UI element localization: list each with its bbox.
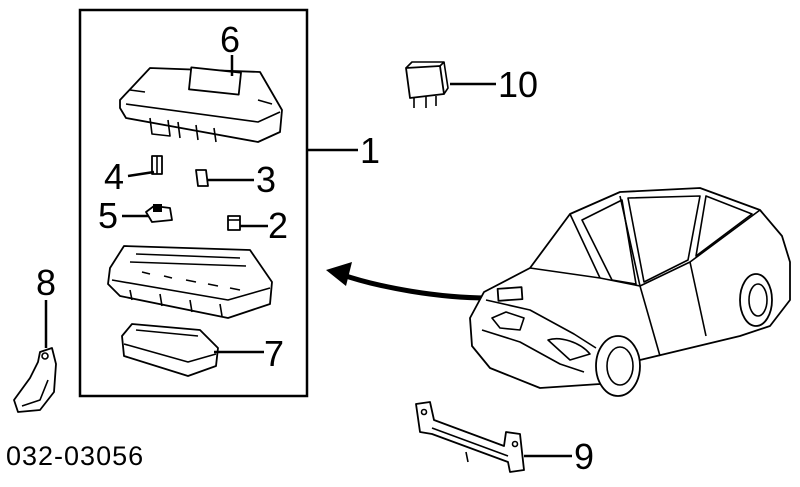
callout-1: 1: [360, 130, 380, 171]
part-6-fuse-box-cover[interactable]: [119, 66, 283, 143]
part-2-fuse[interactable]: [227, 215, 241, 231]
callout-10: 10: [498, 64, 538, 105]
callout-7: 7: [264, 333, 284, 374]
callout-4: 4: [104, 156, 124, 197]
diagram-code: 032-03056: [6, 441, 144, 471]
fuse-box-body: [107, 245, 273, 319]
vehicle-sedan: [469, 187, 791, 397]
leader-4: [127, 170, 155, 178]
location-arrow: [326, 262, 489, 301]
callout-2: 2: [268, 205, 288, 246]
callout-3: 3: [256, 159, 276, 200]
part-8-bracket[interactable]: [13, 347, 57, 413]
callout-9: 9: [574, 436, 594, 477]
part-3-mini-fuse[interactable]: [195, 169, 209, 187]
callout-8: 8: [36, 262, 56, 303]
callout-5: 5: [98, 195, 118, 236]
callout-6: 6: [220, 19, 240, 60]
part-10-relay[interactable]: [405, 61, 449, 108]
part-9-stay[interactable]: [415, 401, 525, 473]
part-5-clip[interactable]: [145, 204, 173, 223]
assembly-frame: [78, 8, 309, 398]
part-4-fuse[interactable]: [151, 155, 163, 175]
part-7-lower-case[interactable]: [121, 323, 219, 377]
